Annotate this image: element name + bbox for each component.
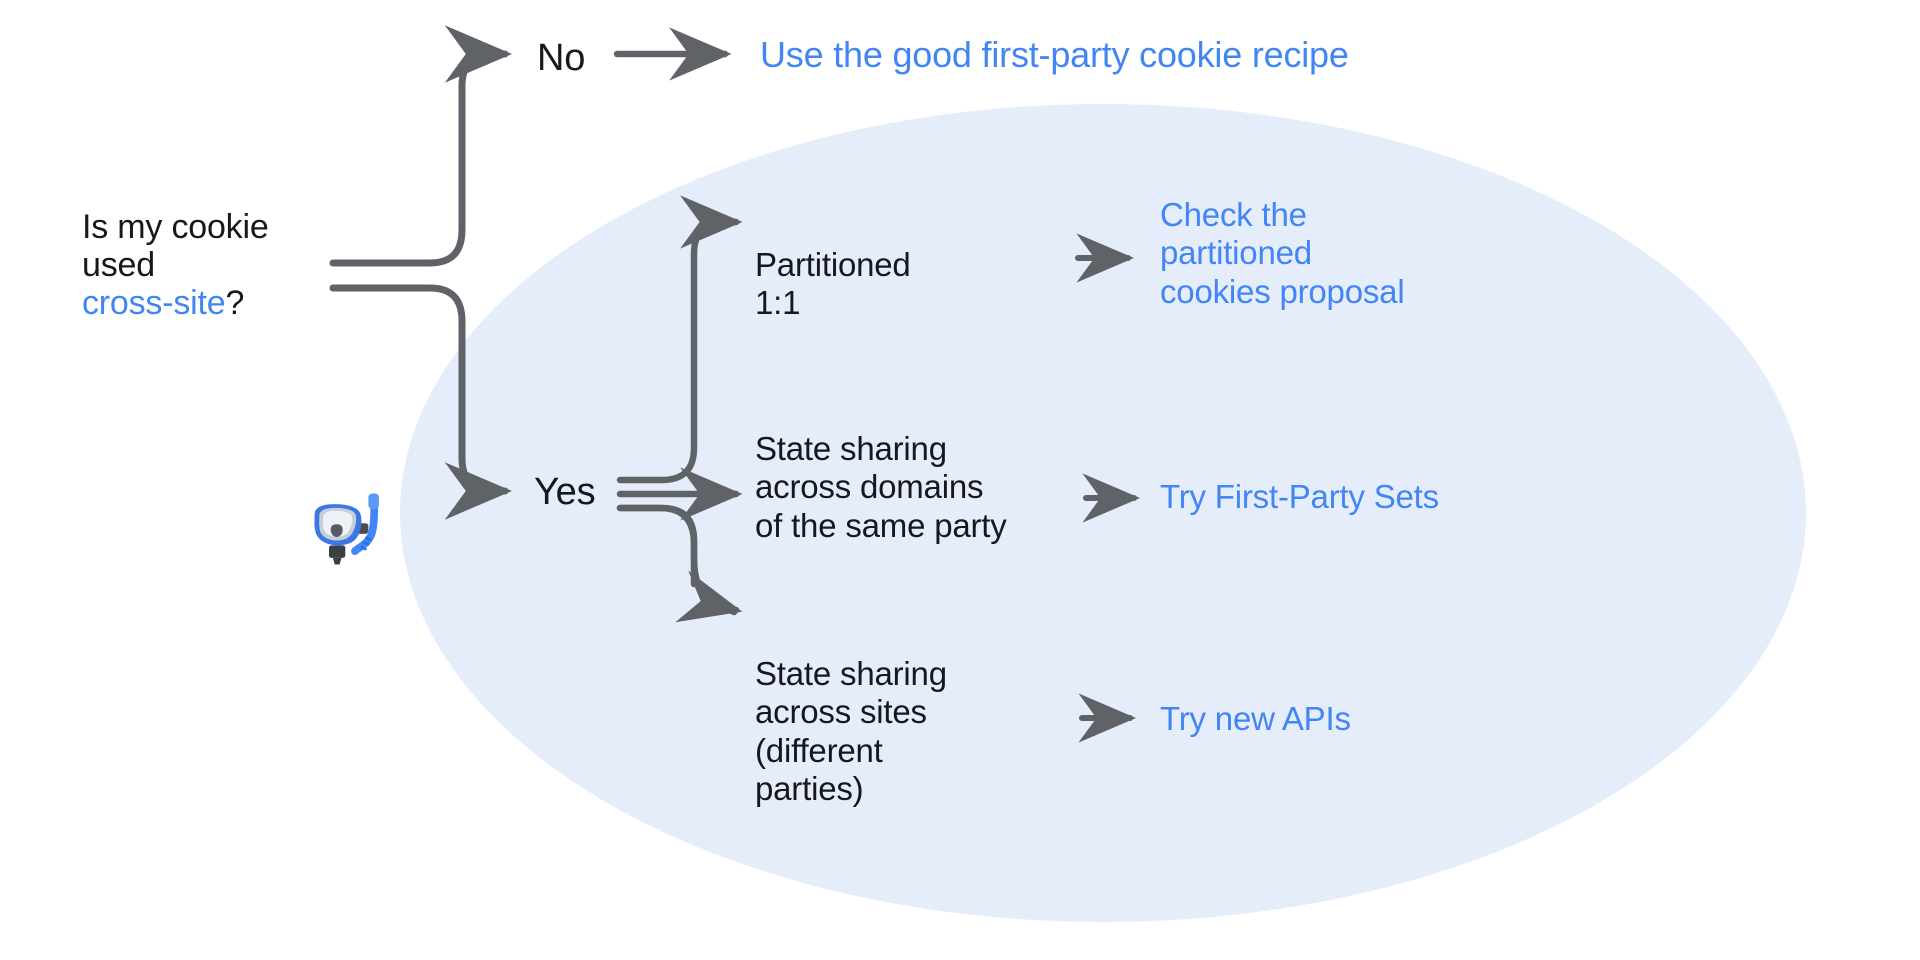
branch-condition-partitioned: Partitioned 1:1 <box>755 246 911 322</box>
question-line-1: Is my cookie <box>82 208 269 246</box>
decision-label-no: No <box>537 37 586 79</box>
outcome-partitioned-cookies-proposal[interactable]: Check the partitioned cookies proposal <box>1160 196 1405 310</box>
decision-label-yes: Yes <box>534 471 596 513</box>
outcome-first-party-recipe[interactable]: Use the good first-party cookie recipe <box>760 34 1349 75</box>
diving-mask-icon <box>314 493 379 565</box>
outcome-first-party-sets[interactable]: Try First-Party Sets <box>1160 478 1439 515</box>
branch-condition-across-domains: State sharing across domains of the same… <box>755 430 1007 544</box>
question-suffix: ? <box>225 284 245 323</box>
branch-condition-across-sites: State sharing across sites (different pa… <box>755 655 947 807</box>
outcome-new-apis[interactable]: Try new APIs <box>1160 700 1351 737</box>
cross-site-link[interactable]: cross-site <box>82 284 226 323</box>
question-line-2: used <box>82 246 155 285</box>
cross-site-region-ellipse <box>400 104 1806 922</box>
